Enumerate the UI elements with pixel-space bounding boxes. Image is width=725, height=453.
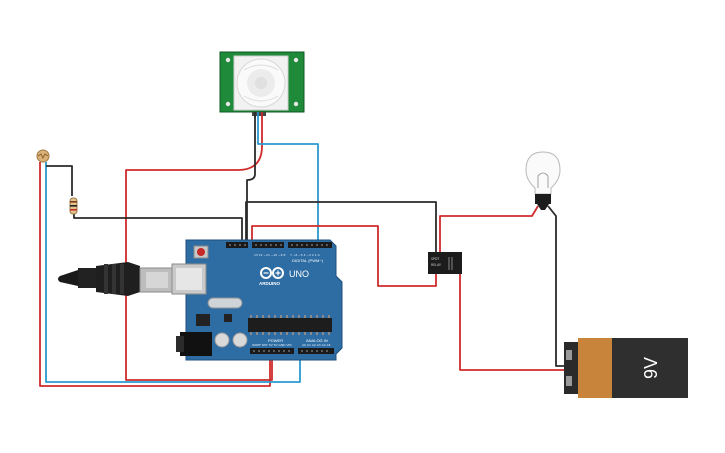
power-header-label: POWER (268, 338, 283, 343)
light-bulb[interactable] (525, 151, 561, 210)
svg-text:A0 A1 A2 A3 A4 A5: A0 A1 A2 A3 A4 A5 (302, 343, 331, 347)
battery-9v[interactable]: 9V (564, 338, 688, 398)
battery-voltage-label: 9V (641, 357, 661, 379)
battery-icon (564, 338, 688, 398)
wire-ldr-resistor[interactable] (46, 165, 73, 196)
wire-pin-relay[interactable] (251, 225, 437, 287)
wire-ldr-vcc[interactable] (39, 162, 271, 387)
pir-sensor[interactable] (219, 51, 305, 118)
svg-text:7 ~6 ~5 4 ~3 2 1 0: 7 ~6 ~5 4 ~3 2 1 0 (290, 253, 320, 257)
wire-relay-bulb[interactable] (439, 205, 539, 252)
relay[interactable]: SPDT RELAY (428, 252, 462, 274)
reset-button[interactable] (197, 248, 205, 256)
wire-gnd-relay[interactable] (245, 201, 437, 252)
usb-plug-icon (58, 262, 173, 296)
wire-bulb-battery[interactable] (547, 205, 566, 367)
arduino-logo-icon (260, 267, 284, 279)
pir-sensor-icon (236, 58, 286, 108)
usb-cable[interactable] (58, 262, 173, 296)
wire-resistor-gnd[interactable] (73, 214, 243, 243)
svg-text:13 12 ~11 ~10 ~9 8: 13 12 ~11 ~10 ~9 8 (254, 253, 285, 257)
resistor-icon (69, 197, 78, 215)
digital-header-label: DIGITAL (PWM~) (292, 258, 324, 263)
photoresistor[interactable] (36, 149, 50, 163)
relay-icon: SPDT RELAY (428, 252, 462, 274)
wire-ldr-analog[interactable] (45, 162, 301, 383)
analog-header-label: ANALOG IN (306, 338, 328, 343)
wire-pir-gnd[interactable] (246, 114, 256, 243)
arduino-uno-board[interactable]: 13 12 ~11 ~10 ~9 8 7 ~6 ~5 4 ~3 2 1 0 IO… (171, 239, 343, 361)
photoresistor-icon (36, 149, 50, 163)
svg-text:IOREF RST 3V 5V GND VIN: IOREF RST 3V 5V GND VIN (252, 343, 292, 347)
light-bulb-icon (525, 151, 561, 210)
svg-text:RELAY: RELAY (431, 263, 441, 267)
svg-text:SPDT: SPDT (431, 257, 439, 261)
arduino-brand-label: ARDUINO (259, 281, 280, 286)
arduino-model-label: UNO (289, 269, 309, 279)
wire-pir-out[interactable] (257, 114, 319, 243)
resistor[interactable] (69, 197, 78, 215)
wire-relay-battery[interactable] (459, 272, 566, 371)
